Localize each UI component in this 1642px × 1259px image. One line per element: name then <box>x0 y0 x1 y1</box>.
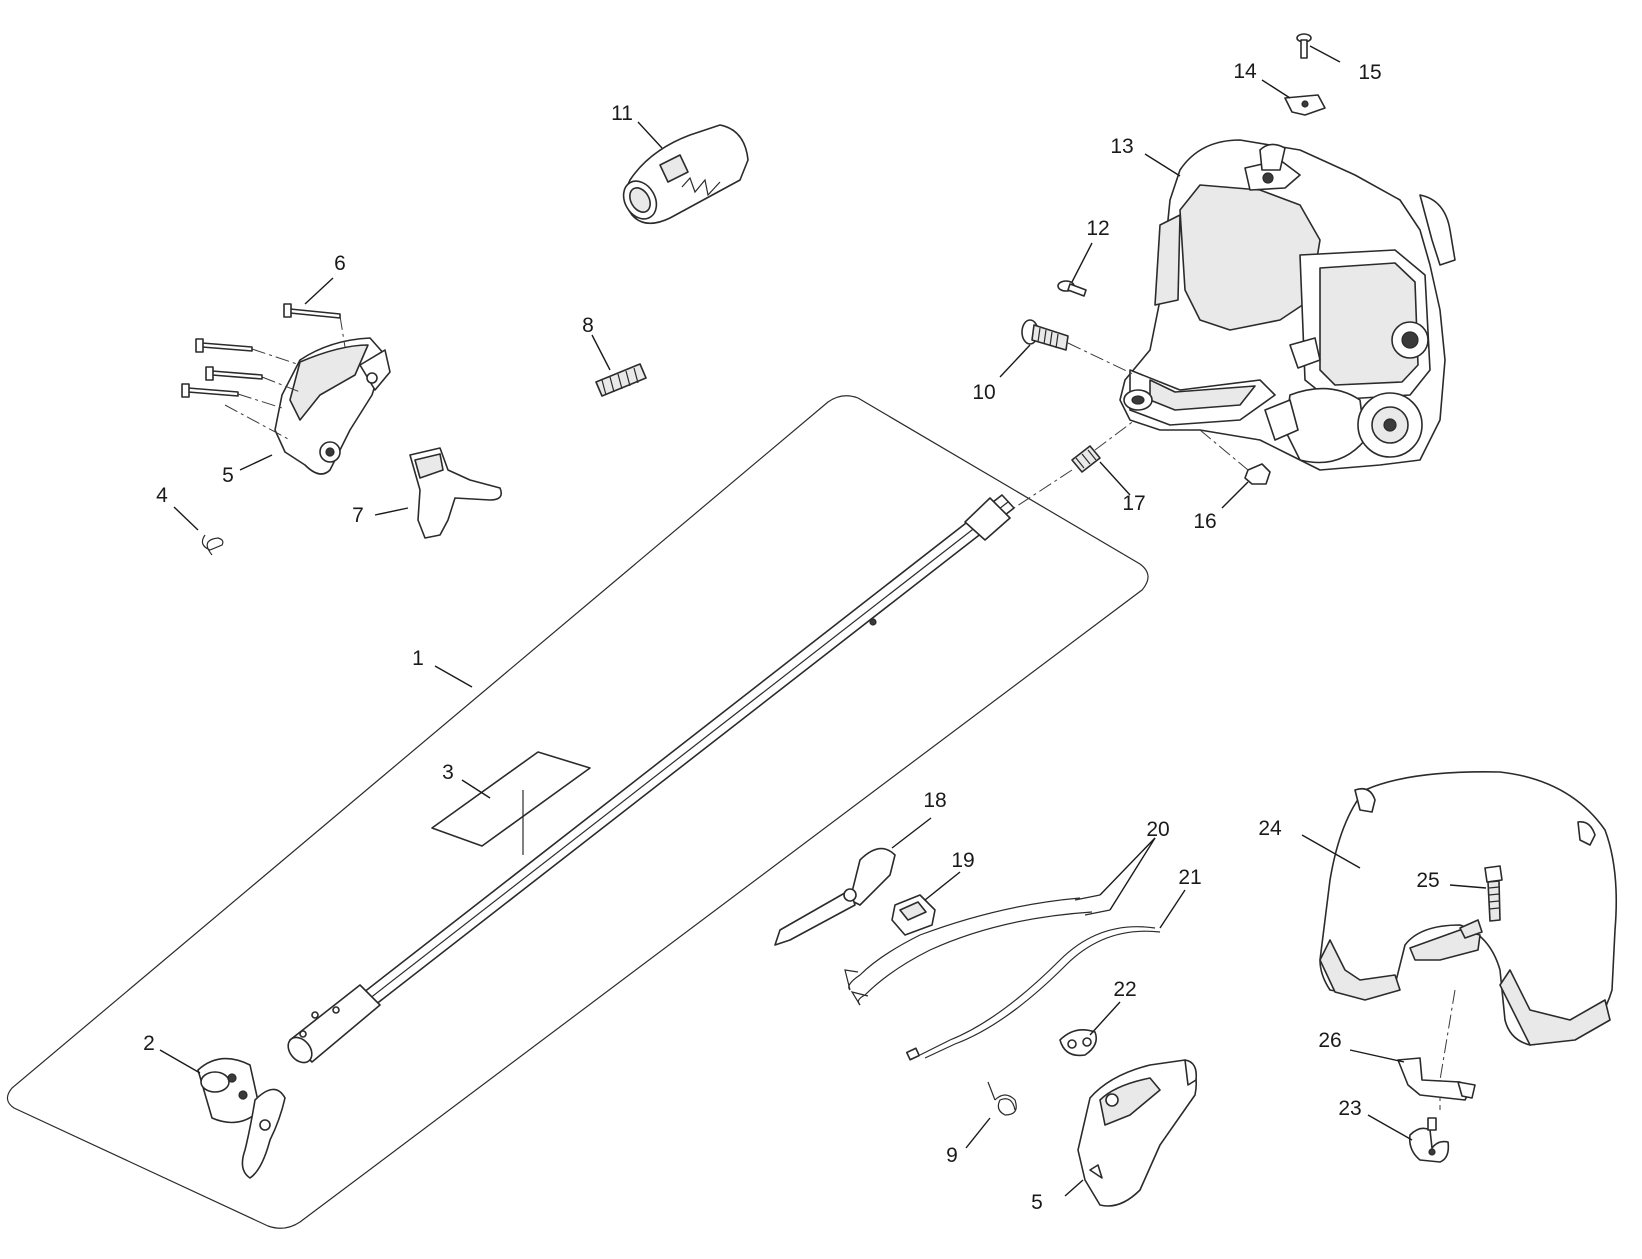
callout-1: 1 <box>412 647 424 670</box>
handle-bracket <box>1397 1057 1476 1101</box>
hex-nut <box>1199 429 1271 485</box>
throttle-cable <box>905 926 1161 1061</box>
callout-10: 10 <box>972 381 995 404</box>
engine-screw <box>1057 280 1087 297</box>
callout-23: 23 <box>1338 1097 1361 1120</box>
trigger-spring <box>595 363 647 397</box>
throttle-lever <box>774 847 896 946</box>
callout-17: 17 <box>1122 492 1145 515</box>
callout-14: 14 <box>1233 60 1257 83</box>
callout-5-upper: 5 <box>222 464 234 487</box>
handle-housing-lower <box>1077 1059 1198 1207</box>
callout-12: 12 <box>1086 217 1109 240</box>
handle-bolt <box>1484 865 1503 922</box>
callout-18: 18 <box>923 789 946 812</box>
bracket-screw <box>1296 33 1312 59</box>
torsion-spring <box>987 1081 1017 1116</box>
callout-24: 24 <box>1258 817 1282 840</box>
callout-22: 22 <box>1113 978 1136 1001</box>
callout-11: 11 <box>611 102 633 125</box>
handle-housing-upper <box>274 337 391 475</box>
shaft-clamp <box>197 1057 286 1179</box>
rear-handle <box>1319 771 1618 1110</box>
callout-8: 8 <box>582 314 594 337</box>
wing-nut <box>1408 1117 1450 1163</box>
spring-clip <box>201 534 224 556</box>
callout-7: 7 <box>352 504 364 527</box>
callout-5-lower: 5 <box>1031 1191 1043 1214</box>
throttle-trigger <box>409 447 503 539</box>
engine-assembly <box>1119 139 1456 471</box>
callout-13: 13 <box>1110 135 1133 158</box>
callout-2: 2 <box>143 1032 155 1055</box>
grip-cover <box>622 124 749 225</box>
warning-decal <box>431 751 591 855</box>
callout-20: 20 <box>1146 818 1169 841</box>
callout-26: 26 <box>1318 1029 1341 1052</box>
callout-15: 15 <box>1358 61 1381 84</box>
engine-spring <box>1013 419 1136 509</box>
leader-lines <box>159 45 1487 1197</box>
callout-4: 4 <box>156 484 168 507</box>
mounting-bolt <box>1021 319 1136 376</box>
callout-6: 6 <box>334 252 346 275</box>
callout-labels: 1 2 3 4 5 5 6 7 8 9 10 11 12 13 14 15 16… <box>143 60 1440 1214</box>
callout-19: 19 <box>951 849 974 872</box>
stop-switch <box>891 894 936 936</box>
handle-screws <box>181 303 346 441</box>
shaft-assembly-outline <box>6 395 1149 1229</box>
callout-25: 25 <box>1416 869 1439 892</box>
callout-16: 16 <box>1193 510 1216 533</box>
engine-bracket <box>1284 94 1326 116</box>
callout-9: 9 <box>946 1144 958 1167</box>
grommet <box>1059 1029 1098 1057</box>
drive-shaft-tube <box>287 494 1015 1064</box>
callout-3: 3 <box>442 761 454 784</box>
callout-21: 21 <box>1178 866 1201 889</box>
ignition-wires <box>844 894 1111 1006</box>
